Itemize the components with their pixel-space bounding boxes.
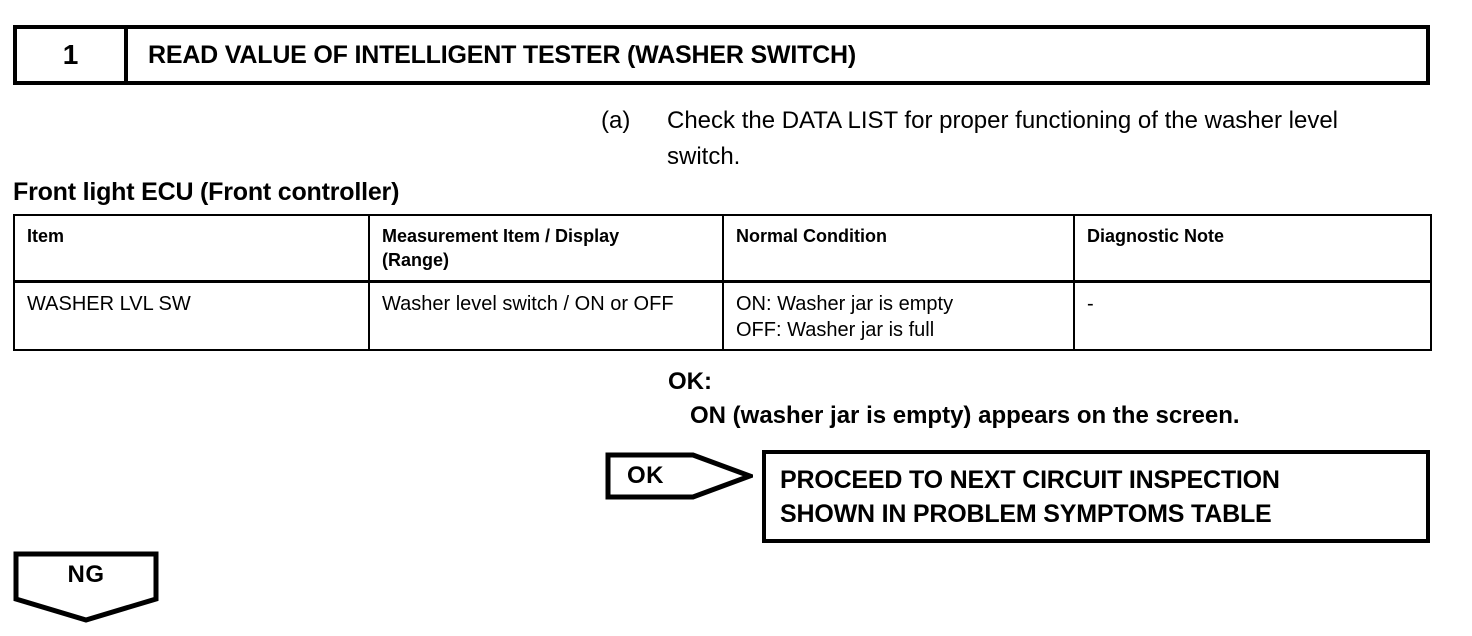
ok-branch-action-line1: PROCEED TO NEXT CIRCUIT INSPECTION (780, 466, 1280, 494)
step-title: READ VALUE OF INTELLIGENT TESTER (WASHER… (148, 40, 856, 69)
column-header-diagnostic-note: Diagnostic Note (1074, 215, 1431, 283)
step-header-bar: 1 READ VALUE OF INTELLIGENT TESTER (WASH… (13, 25, 1430, 85)
cell-normal-condition: ON: Washer jar is empty OFF: Washer jar … (723, 281, 1075, 350)
ng-branch-flag: NG (13, 551, 159, 623)
instruction-label: (a) (601, 107, 631, 134)
ok-branch-action-box: PROCEED TO NEXT CIRCUIT INSPECTION SHOWN… (762, 450, 1430, 543)
cell-diagnostic-note: - (1087, 293, 1094, 315)
cell-normal-condition-line1: ON: Washer jar is empty (736, 293, 954, 315)
ok-branch-action-line2: SHOWN IN PROBLEM SYMPTOMS TABLE (780, 500, 1272, 528)
ecu-section-title: Front light ECU (Front controller) (13, 178, 400, 206)
arrow-right-flag-icon (605, 452, 753, 500)
column-header-measurement-line1: Measurement Item / Display (382, 226, 620, 246)
ok-branch-label: OK (627, 462, 664, 489)
ok-result-label: OK: (668, 368, 712, 395)
table-header-row: Item Measurement Item / Display (Range) … (14, 215, 1431, 283)
ok-result-statement: ON (washer jar is empty) appears on the … (690, 402, 1240, 429)
data-list-table: Item Measurement Item / Display (Range) … (13, 214, 1432, 351)
instruction-text: Check the DATA LIST for proper functioni… (667, 107, 1339, 170)
cell-measurement: Washer level switch / ON or OFF (369, 281, 724, 350)
ng-branch-label: NG (67, 561, 105, 588)
column-header-measurement: Measurement Item / Display (Range) (369, 215, 724, 283)
cell-normal-condition-line2: OFF: Washer jar is full (736, 319, 935, 341)
ok-result-block: OK: ON (washer jar is empty) appears on … (668, 365, 1240, 433)
cell-item: WASHER LVL SW (14, 281, 370, 350)
instruction-block: (a) Check the DATA LIST for proper funct… (601, 103, 1401, 175)
column-header-measurement-line2: (Range) (382, 250, 449, 270)
ok-branch-arrow: OK (605, 452, 753, 500)
column-header-normal-condition: Normal Condition (723, 215, 1075, 283)
step-number: 1 (17, 29, 128, 81)
column-header-item: Item (14, 215, 370, 283)
arrow-down-flag-icon (13, 551, 159, 623)
table-row: WASHER LVL SW Washer level switch / ON o… (14, 281, 1431, 350)
